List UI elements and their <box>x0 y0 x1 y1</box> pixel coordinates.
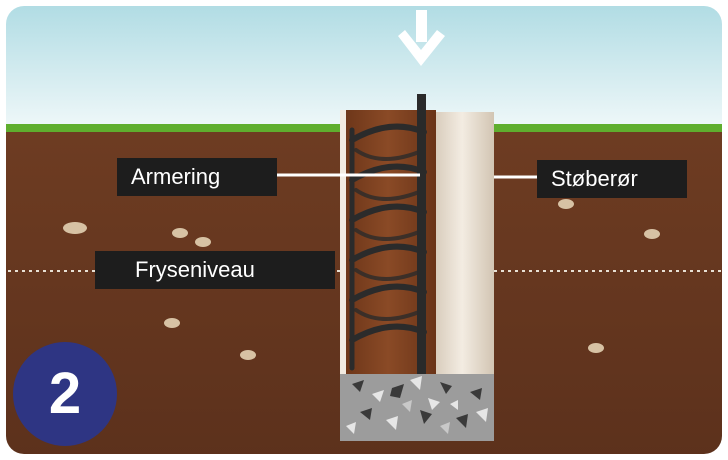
down-arrow-icon <box>398 10 445 66</box>
gravel-base <box>340 373 494 441</box>
pebbles <box>63 199 660 360</box>
stoberor-label: Støberør <box>537 160 687 198</box>
rebar-rod <box>417 94 426 374</box>
fryseniveau-label: Fryseniveau <box>95 251 335 289</box>
hole-wall <box>340 110 346 374</box>
armering-label: Armering <box>117 158 277 196</box>
sky <box>6 6 722 130</box>
step-number-badge: 2 <box>13 342 117 446</box>
casting-tube <box>436 112 494 374</box>
